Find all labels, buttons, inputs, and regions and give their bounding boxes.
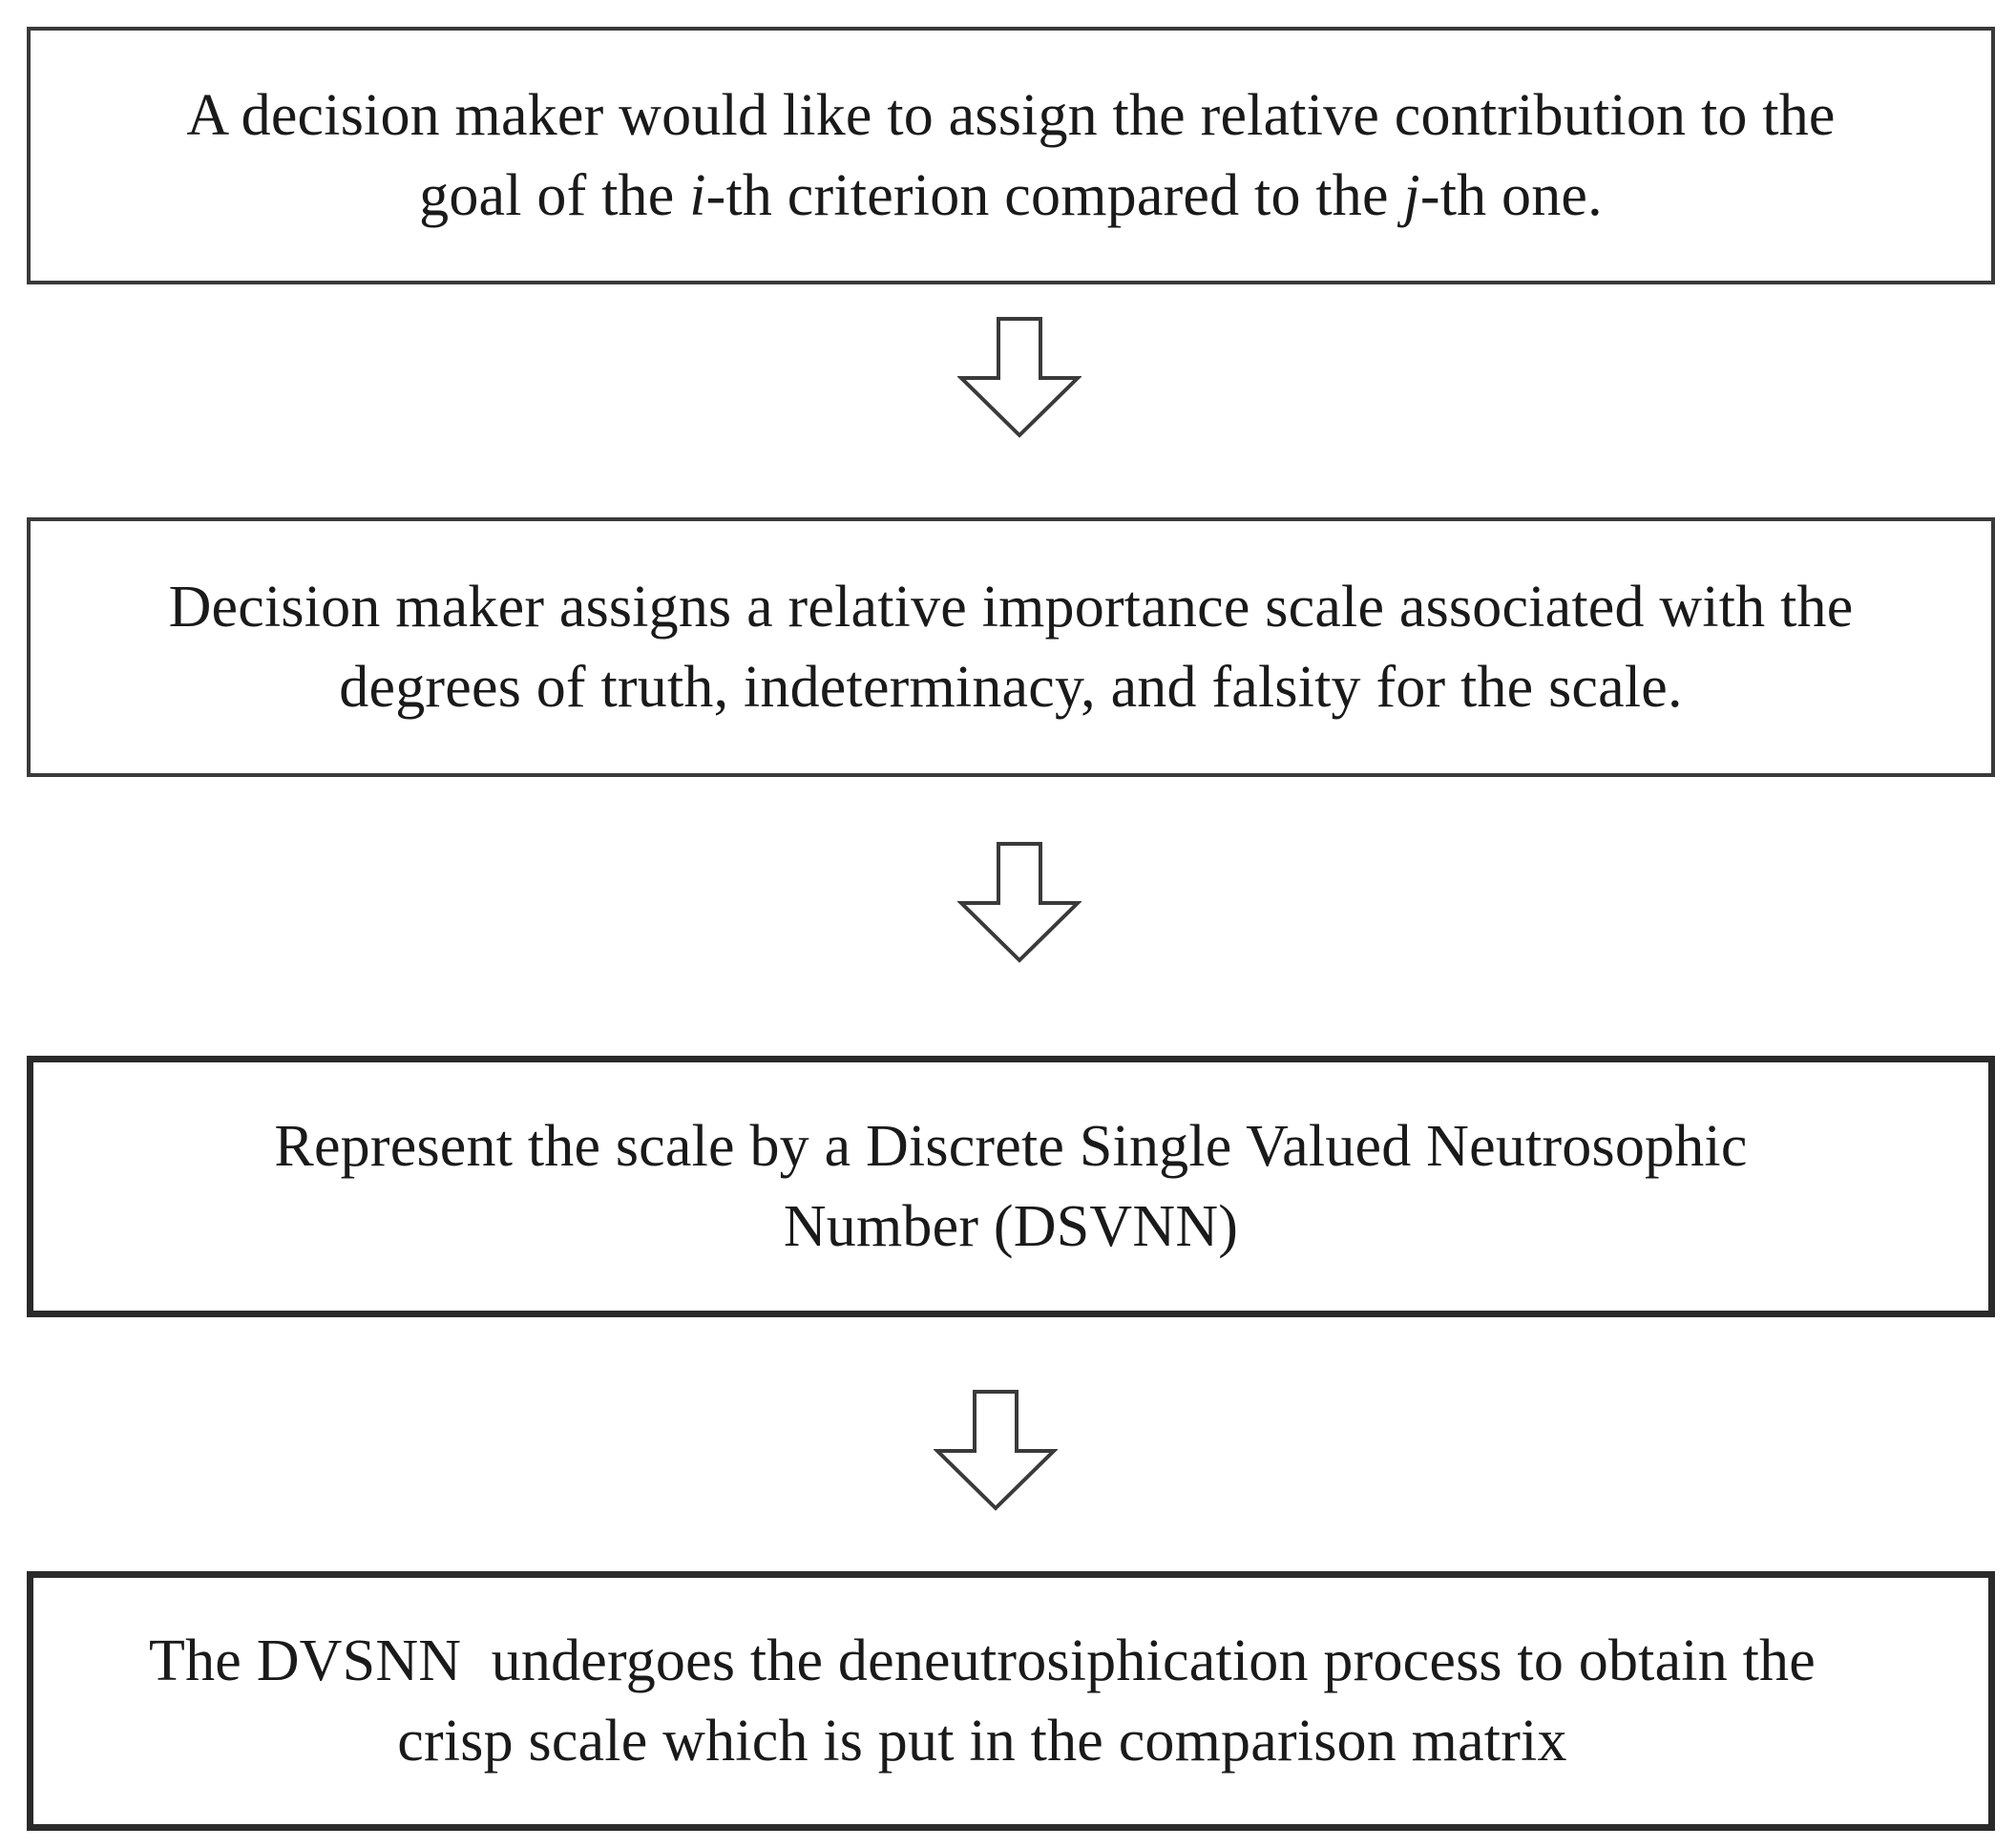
down-arrow-icon (934, 1390, 1058, 1511)
flow-step-4-line-2: crisp scale which is put in the comparis… (397, 1709, 1567, 1774)
flow-step-4-text: The DVSNN undergoes the deneutrosiphicat… (149, 1621, 1873, 1781)
flow-step-2-text: Decision maker assigns a relative import… (150, 567, 1873, 727)
flow-step-4-line-1: The DVSNN undergoes the deneutrosiphicat… (149, 1628, 1816, 1693)
flow-step-4: The DVSNN undergoes the deneutrosiphicat… (27, 1571, 1995, 1831)
flow-step-1-text: A decision maker would like to assign th… (148, 75, 1873, 236)
flow-step-1-line-2: goal of the i-th criterion compared to t… (186, 156, 1835, 236)
flow-step-2-line-1: Decision maker assigns a relative import… (168, 575, 1854, 640)
down-arrow-icon (957, 317, 1082, 438)
flow-step-2-line-2: degrees of truth, indeterminacy, and fal… (339, 655, 1683, 720)
flow-step-1-line-2-end: -th one. (1419, 163, 1603, 228)
flow-step-1-line-2-start: goal of the (419, 163, 690, 228)
flow-step-3-line-2: Number (DSVNN) (783, 1194, 1239, 1259)
down-arrow-icon (957, 842, 1082, 963)
flow-step-1: A decision maker would like to assign th… (27, 27, 1995, 284)
flow-step-3: Represent the scale by a Discrete Single… (27, 1056, 1995, 1317)
flow-step-3-text: Represent the scale by a Discrete Single… (236, 1106, 1785, 1267)
italic-i: i (689, 163, 706, 228)
flow-step-1-line-1: A decision maker would like to assign th… (186, 83, 1836, 148)
flow-step-2: Decision maker assigns a relative import… (27, 517, 1995, 777)
flow-step-3-line-1: Represent the scale by a Discrete Single… (274, 1114, 1748, 1179)
italic-j: j (1403, 163, 1420, 228)
flow-step-1-line-2-middle: -th criterion compared to the (705, 163, 1404, 228)
